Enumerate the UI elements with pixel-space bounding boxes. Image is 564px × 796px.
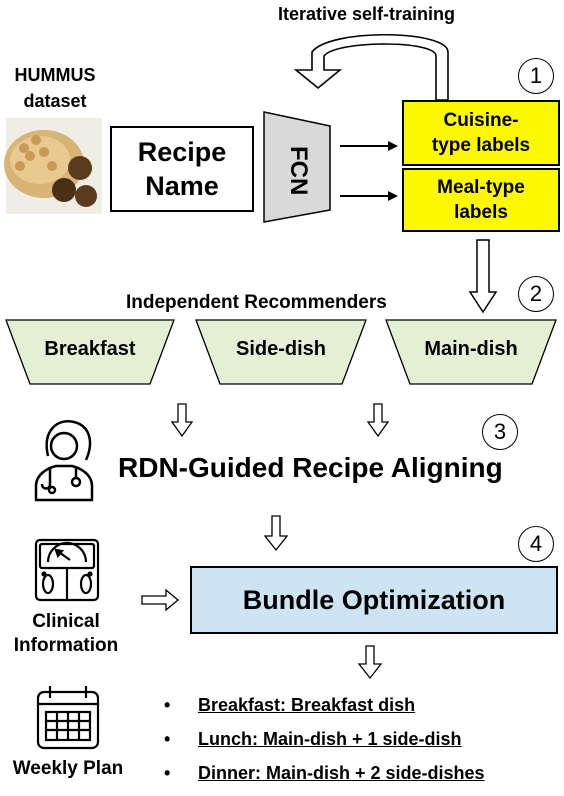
plan-item-text: Lunch: Main-dish + 1 side-dish	[198, 729, 462, 749]
plan-item-dinner: • Dinner: Main-dish + 2 side-dishes	[164, 762, 485, 796]
recipe-name-box: Recipe Name	[110, 126, 254, 212]
down-arrow-bundle	[263, 515, 289, 552]
down-arrow-left	[170, 403, 194, 438]
hummus-dataset-label: HUMMUS dataset	[14, 65, 96, 111]
bullet: •	[164, 763, 171, 783]
trap-breakfast	[5, 319, 175, 385]
bullet: •	[164, 729, 171, 749]
down-arrow-plan	[357, 645, 383, 680]
iterative-self-training-label: Iterative self-training	[278, 4, 456, 24]
plan-item-text: Breakfast: Breakfast dish	[198, 695, 416, 715]
self-training-loop-arrow	[293, 33, 449, 101]
plan-item-breakfast: • Breakfast: Breakfast dish	[164, 694, 485, 728]
cuisine-type-labels: Cuisine-type labels	[402, 100, 560, 166]
step-4-badge: 4	[518, 526, 554, 562]
scale-icon	[34, 538, 100, 602]
bullet: •	[164, 695, 171, 715]
step-3-badge: 3	[482, 414, 518, 450]
calendar-icon	[36, 686, 100, 750]
recommenders-title: Independent Recommenders	[126, 292, 387, 313]
trap-main-dish	[385, 319, 557, 385]
clinical-information-label: Clinical Information	[13, 611, 119, 656]
down-arrow-labels	[468, 239, 498, 314]
plan-item-lunch: • Lunch: Main-dish + 1 side-dish	[164, 728, 485, 762]
doctor-icon	[34, 420, 94, 502]
bundle-optimization-box: Bundle Optimization	[190, 566, 558, 634]
plan-item-text: Dinner: Main-dish + 2 side-dishes	[198, 763, 485, 783]
down-arrow-right	[366, 403, 390, 438]
weekly-plan-list: • Breakfast: Breakfast dish • Lunch: Main-…	[164, 694, 485, 796]
fcn-trapezoid	[263, 111, 331, 223]
step-1-badge: 1	[518, 58, 554, 94]
main-dish-recommender: Main-dish	[424, 338, 518, 360]
hummus-photo	[4, 118, 102, 214]
step-2-badge: 2	[518, 276, 554, 312]
meal-type-labels: Meal-type labels	[402, 168, 560, 232]
right-arrow-clinical	[141, 588, 180, 612]
weekly-plan-label: Weekly Plan	[12, 758, 124, 779]
side-dish-recommender: Side-dish	[235, 338, 326, 360]
trap-side-dish	[195, 319, 367, 385]
breakfast-recommender: Breakfast	[44, 338, 136, 360]
recipe-aligning-title: RDN-Guided Recipe Aligning	[118, 452, 503, 483]
fcn-label: FCN	[285, 146, 312, 196]
